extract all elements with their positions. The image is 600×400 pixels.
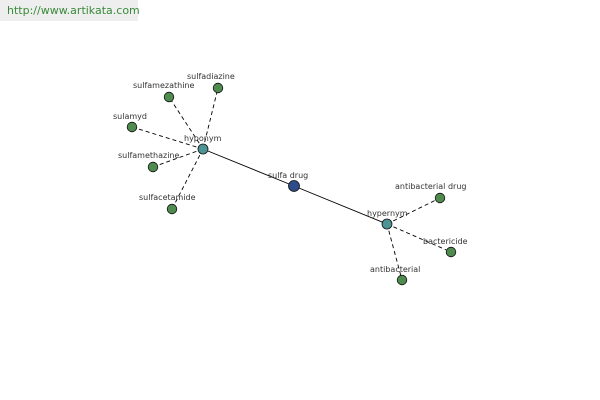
node-label-sulfadiazine: sulfadiazine xyxy=(187,72,235,81)
node-circle-sulfamethazine[interactable] xyxy=(147,161,159,173)
node-label-sulfa-drug: sulfa drug xyxy=(268,171,308,180)
node-sulamyd[interactable]: sulamyd xyxy=(113,112,147,133)
url-banner: http://www.artikata.com xyxy=(0,0,140,21)
node-label-sulfamethazine: sulfamethazine xyxy=(118,151,179,160)
node-bactericide[interactable]: bactericide xyxy=(423,237,468,258)
node-circle-sulfamezathine[interactable] xyxy=(163,91,175,103)
edge-hyponym-sulfamethazine xyxy=(152,148,204,168)
node-sulfa-drug[interactable]: sulfa drug xyxy=(268,171,308,192)
node-hypernym[interactable]: hypernym xyxy=(367,209,408,230)
node-circle-sulfacetamide[interactable] xyxy=(166,203,178,215)
node-circle-antibacterial-drug[interactable] xyxy=(434,192,446,204)
node-sulfamezathine[interactable]: sulfamezathine xyxy=(133,81,194,103)
edge-hypernym-antibacterial xyxy=(386,223,403,281)
edge-hyponym-sulfamezathine xyxy=(168,96,204,150)
node-label-sulfacetamide: sulfacetamide xyxy=(139,193,196,202)
node-circle-sulfa-drug[interactable] xyxy=(288,180,300,192)
node-sulfadiazine[interactable]: sulfadiazine xyxy=(187,72,235,94)
edge-hypernym-antibacterial-drug xyxy=(386,197,441,225)
node-sulfamethazine[interactable]: sulfamethazine xyxy=(118,151,179,173)
site-url-link[interactable]: http://www.artikata.com xyxy=(7,4,140,17)
node-antibacterial[interactable]: antibacterial xyxy=(370,265,420,286)
node-circle-antibacterial[interactable] xyxy=(396,274,408,286)
node-circle-sulfadiazine[interactable] xyxy=(212,82,224,94)
node-label-hypernym: hypernym xyxy=(367,209,408,218)
node-circle-hyponym[interactable] xyxy=(197,143,209,155)
node-label-hyponym: hyponym xyxy=(184,134,222,143)
edge-hyponym-sulfadiazine xyxy=(202,87,219,150)
edge-hyponym-sulamyd xyxy=(131,126,204,150)
node-label-antibacterial-drug: antibacterial drug xyxy=(395,182,466,191)
graph-nodes: sulfa drughyponymhypernymsulfadiazinesul… xyxy=(113,72,468,286)
node-label-antibacterial: antibacterial xyxy=(370,265,420,274)
node-label-bactericide: bactericide xyxy=(423,237,468,246)
graph-edges xyxy=(131,87,452,281)
node-sulfacetamide[interactable]: sulfacetamide xyxy=(139,193,196,215)
node-antibacterial-drug[interactable]: antibacterial drug xyxy=(395,182,466,204)
edge-sulfa-drug-hypernym xyxy=(293,185,388,225)
node-hyponym[interactable]: hyponym xyxy=(184,134,222,155)
edge-hyponym-sulfacetamide xyxy=(171,148,204,210)
node-circle-hypernym[interactable] xyxy=(381,218,393,230)
node-label-sulfamezathine: sulfamezathine xyxy=(133,81,194,90)
node-circle-bactericide[interactable] xyxy=(445,246,457,258)
edge-sulfa-drug-hyponym xyxy=(202,148,295,187)
node-label-sulamyd: sulamyd xyxy=(113,112,147,121)
edge-hypernym-bactericide xyxy=(386,223,452,253)
node-circle-sulamyd[interactable] xyxy=(126,121,138,133)
